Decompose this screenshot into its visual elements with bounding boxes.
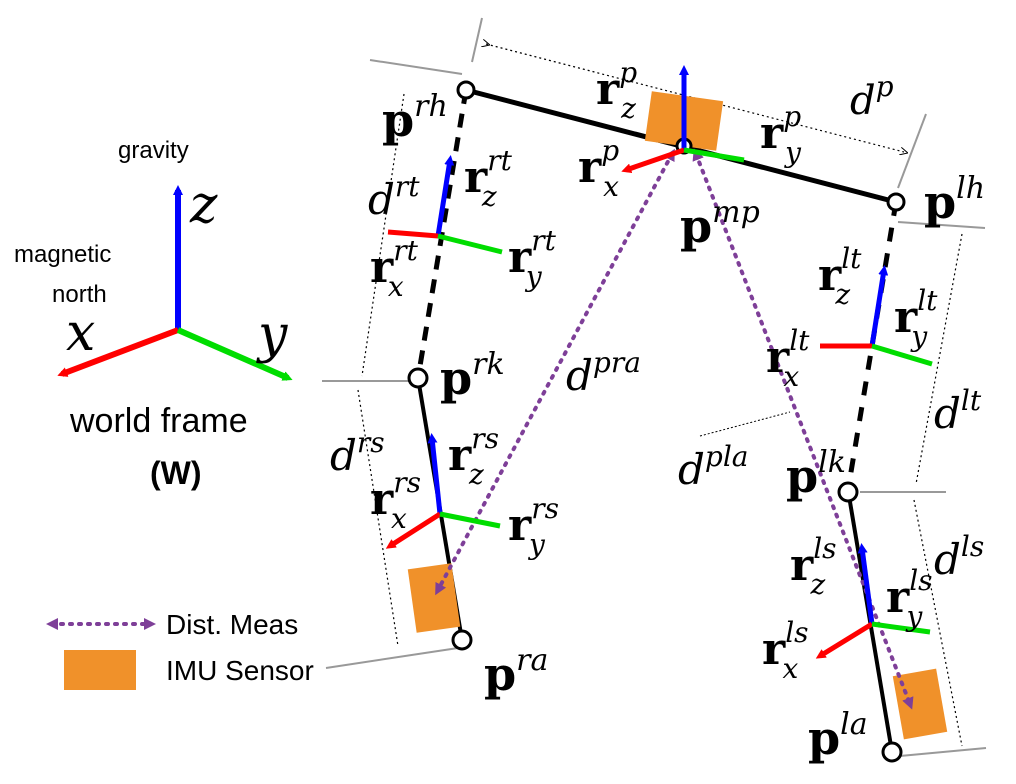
label-p-rh: prh: [382, 89, 448, 147]
world-frame-symbol: (W): [150, 455, 202, 491]
distance-measurements: [435, 148, 914, 710]
joint-left-ankle: [881, 741, 903, 763]
math-labels: prh plh pmp prk plk pra pla dp drt drs d…: [330, 56, 985, 765]
label-d-rt: drt: [368, 170, 420, 224]
joint-right-ankle: [451, 629, 473, 651]
world-y-axis: [176, 327, 293, 381]
label-p-lk: plk: [786, 445, 846, 503]
label-p-mp: pmp: [680, 195, 760, 253]
world-x-label: x: [66, 303, 95, 363]
label-p-ra: pra: [484, 643, 548, 701]
label-d-pra: dpra: [566, 346, 641, 400]
world-frame: gravity magnetic north z x y world frame…: [14, 137, 293, 491]
label-d-rs: drs: [330, 426, 385, 480]
world-x-axis: [57, 327, 180, 377]
left-shank-imu: [892, 668, 948, 740]
joint-left-knee: [837, 481, 859, 503]
legend-imu-swatch: [64, 650, 136, 690]
d-pla-line: [692, 148, 914, 710]
joint-right-hip: [456, 80, 476, 100]
joint-left-hip: [886, 192, 906, 212]
d-pra-line: [435, 148, 675, 596]
segment-axes: [385, 65, 933, 659]
world-z-label: z: [189, 175, 218, 235]
right-shank-imu: [407, 563, 461, 633]
label-d-pla: dpla: [678, 440, 748, 494]
label-p-rk: prk: [440, 347, 505, 405]
d-lt-dim: [915, 233, 963, 485]
world-y-label: y: [256, 305, 288, 365]
legend: Dist. Meas IMU Sensor: [46, 609, 314, 690]
gravity-label: gravity: [118, 137, 189, 164]
legend-imu-label: IMU Sensor: [166, 655, 314, 686]
label-d-ls: dls: [934, 530, 984, 584]
label-d-lt: dlt: [934, 384, 982, 438]
label-p-lh: plh: [924, 171, 985, 229]
d-ls-dim: [913, 499, 963, 747]
d-rs-dim: [357, 389, 399, 647]
world-frame-title: world frame: [69, 402, 248, 440]
legend-distance-label: Dist. Meas: [166, 609, 298, 640]
magnetic-label: magnetic: [14, 241, 111, 268]
north-label: north: [52, 281, 107, 308]
label-p-la: pla: [808, 707, 868, 765]
joint-right-knee: [407, 367, 429, 389]
label-d-p: dp: [850, 70, 894, 124]
